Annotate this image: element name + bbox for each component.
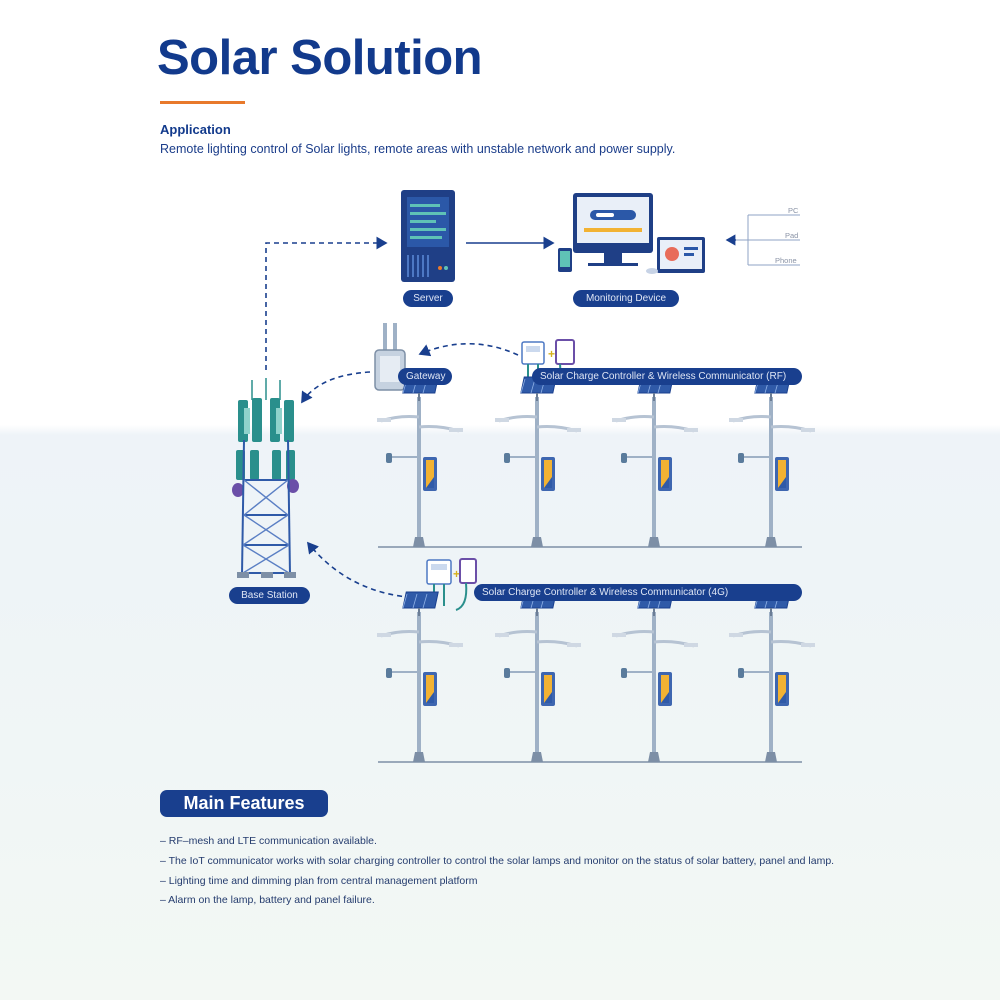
4g-controller-icon: + [426, 558, 477, 611]
tower-to-server-link [265, 236, 388, 370]
device-bracket [735, 214, 800, 266]
gateway-label: Gateway [398, 368, 452, 385]
svg-text:+: + [548, 347, 555, 361]
main-features-title: Main Features [183, 793, 305, 813]
monitoring-device-label: Monitoring Device [573, 290, 679, 307]
feature-item: – The IoT communicator works with solar … [160, 855, 835, 867]
4g-streetlight-row [375, 590, 817, 764]
svg-text:+: + [453, 567, 460, 581]
application-heading: Application [160, 122, 231, 137]
main-features-banner [160, 790, 328, 817]
base-station-tower-icon [232, 378, 299, 578]
gateway-to-tower-link [301, 371, 371, 404]
page-title: Solar Solution [157, 31, 483, 85]
application-description: Remote lighting control of Solar lights,… [160, 142, 676, 156]
device-label-phone: Phone [775, 256, 797, 265]
server-label: Server [403, 290, 453, 307]
rf-streetlight-row [375, 375, 817, 549]
monitoring-device-icon [558, 193, 705, 274]
4g-to-tower-link [306, 541, 421, 599]
4g-controller-label: Solar Charge Controller & Wireless Commu… [474, 584, 802, 601]
controller-to-gateway-link [418, 342, 519, 357]
device-label-pc: PC [788, 206, 799, 215]
server-icon [401, 190, 455, 282]
feature-item: – Lighting time and dimming plan from ce… [160, 875, 478, 887]
title-underline [160, 101, 245, 104]
base-station-label: Base Station [229, 587, 310, 604]
rf-controller-label: Solar Charge Controller & Wireless Commu… [532, 368, 802, 385]
feature-item: – RF–mesh and LTE communication availabl… [160, 835, 377, 847]
feature-item: – Alarm on the lamp, battery and panel f… [160, 894, 375, 906]
device-label-pad: Pad [785, 231, 799, 240]
gateway-icon [374, 323, 406, 391]
